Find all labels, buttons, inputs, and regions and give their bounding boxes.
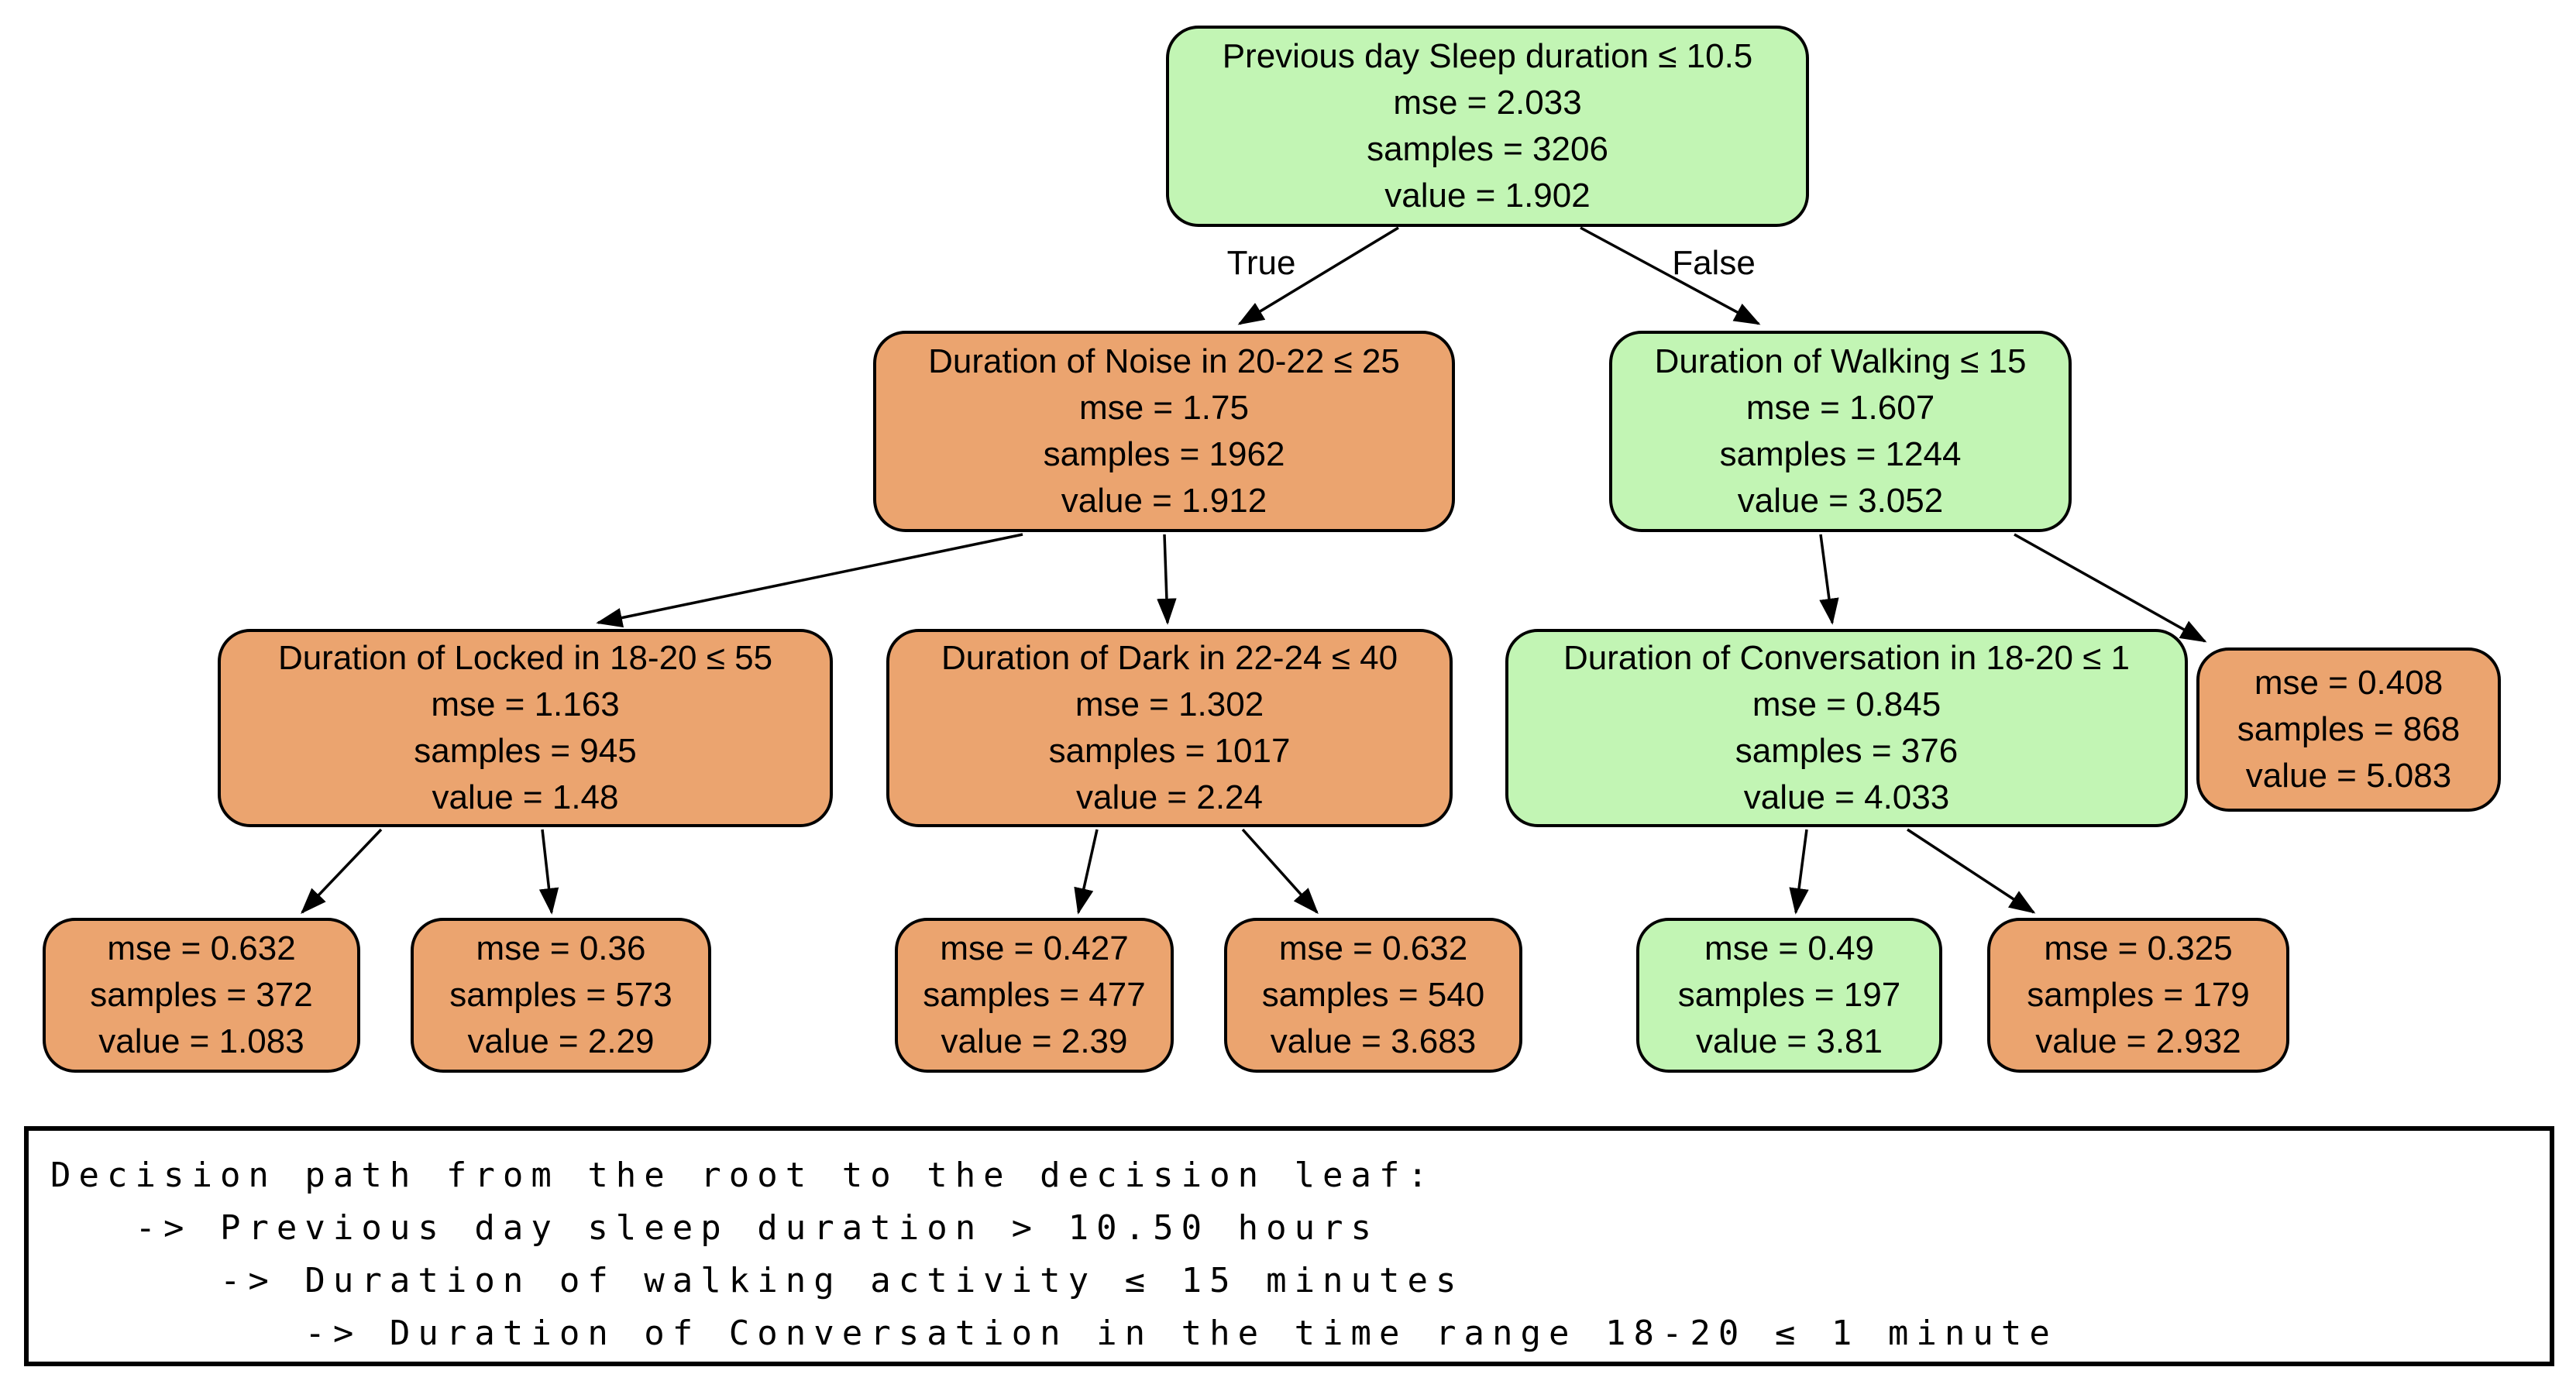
edge-locked-right bbox=[538, 829, 559, 915]
node-samples: samples = 540 bbox=[1261, 976, 1485, 1014]
node-conversation-18-20: Duration of Conversation in 18-20 ≤ 1 ms… bbox=[1505, 629, 2188, 827]
node-mse: mse = 1.163 bbox=[431, 685, 620, 723]
node-samples: samples = 477 bbox=[923, 976, 1146, 1014]
node-mse: mse = 0.36 bbox=[476, 929, 646, 967]
node-value: value = 2.39 bbox=[941, 1022, 1128, 1060]
node-mse: mse = 0.325 bbox=[2044, 929, 2233, 967]
node-dark-22-24: Duration of Dark in 22-24 ≤ 40 mse = 1.3… bbox=[886, 629, 1453, 827]
edge-dark-right bbox=[1241, 828, 1319, 915]
node-value: value = 5.083 bbox=[2245, 757, 2452, 795]
decision-path-step-2: -> Duration of walking activity ≤ 15 min… bbox=[50, 1261, 1464, 1300]
node-value: value = 1.48 bbox=[432, 778, 619, 816]
leaf-node: mse = 0.632 samples = 540 value = 3.683 bbox=[1224, 918, 1522, 1073]
node-samples: samples = 1244 bbox=[1719, 435, 1962, 473]
node-mse: mse = 1.75 bbox=[1079, 389, 1249, 427]
node-samples: samples = 945 bbox=[414, 732, 637, 770]
leaf-node: mse = 0.427 samples = 477 value = 2.39 bbox=[895, 918, 1174, 1073]
leaf-node: mse = 0.49 samples = 197 value = 3.81 bbox=[1636, 918, 1942, 1073]
leaf-node: mse = 0.36 samples = 573 value = 2.29 bbox=[411, 918, 711, 1073]
edge-locked-left bbox=[301, 828, 383, 915]
edge-label-true: True bbox=[1226, 244, 1296, 282]
node-value: value = 2.932 bbox=[2035, 1022, 2241, 1060]
node-mse: mse = 0.408 bbox=[2254, 664, 2444, 702]
node-samples: samples = 197 bbox=[1677, 976, 1901, 1014]
node-condition: Duration of Locked in 18-20 ≤ 55 bbox=[277, 639, 773, 677]
node-condition: Duration of Noise in 20-22 ≤ 25 bbox=[928, 342, 1400, 380]
node-samples: samples = 573 bbox=[449, 976, 672, 1014]
node-samples: samples = 1017 bbox=[1048, 732, 1291, 770]
node-mse: mse = 0.632 bbox=[107, 929, 296, 967]
leaf-node: mse = 0.632 samples = 372 value = 1.083 bbox=[43, 918, 360, 1073]
node-value: value = 1.083 bbox=[98, 1022, 304, 1060]
decision-path-title: Decision path from the root to the decis… bbox=[50, 1156, 1436, 1195]
edge-root-true bbox=[1237, 226, 1399, 325]
decision-path-step-3: -> Duration of Conversation in the time … bbox=[50, 1314, 2058, 1353]
decision-path-step-1: -> Previous day sleep duration > 10.50 h… bbox=[50, 1208, 1380, 1248]
node-mse: mse = 0.845 bbox=[1752, 685, 1941, 723]
node-value: value = 3.81 bbox=[1696, 1022, 1883, 1060]
leaf-node: mse = 0.408 samples = 868 value = 5.083 bbox=[2196, 647, 2501, 812]
node-value: value = 2.24 bbox=[1076, 778, 1263, 816]
node-value: value = 1.912 bbox=[1061, 482, 1267, 520]
edge-walking-left bbox=[1819, 534, 1839, 625]
node-walking: Duration of Walking ≤ 15 mse = 1.607 sam… bbox=[1609, 331, 2072, 532]
node-samples: samples = 1962 bbox=[1043, 435, 1285, 473]
node-noise-20-22: Duration of Noise in 20-22 ≤ 25 mse = 1.… bbox=[873, 331, 1455, 532]
node-condition: Duration of Conversation in 18-20 ≤ 1 bbox=[1563, 639, 2130, 677]
node-samples: samples = 179 bbox=[2027, 976, 2250, 1014]
edge-label-false: False bbox=[1672, 244, 1756, 282]
edge-noise-right bbox=[1157, 534, 1177, 625]
node-mse: mse = 2.033 bbox=[1393, 84, 1582, 122]
edge-conversation-right bbox=[1907, 828, 2036, 914]
node-mse: mse = 0.49 bbox=[1704, 929, 1874, 967]
node-value: value = 3.683 bbox=[1270, 1022, 1477, 1060]
decision-path-box: Decision path from the root to the decis… bbox=[24, 1126, 2554, 1366]
leaf-node: mse = 0.325 samples = 179 value = 2.932 bbox=[1987, 918, 2289, 1073]
edge-root-false bbox=[1580, 226, 1761, 325]
node-samples: samples = 3206 bbox=[1367, 130, 1608, 168]
node-mse: mse = 0.632 bbox=[1278, 929, 1468, 967]
edge-conversation-left bbox=[1789, 829, 1809, 915]
node-value: value = 4.033 bbox=[1743, 778, 1950, 816]
node-condition: Previous day Sleep duration ≤ 10.5 bbox=[1222, 37, 1753, 75]
node-samples: samples = 376 bbox=[1735, 732, 1959, 770]
edge-noise-left bbox=[596, 533, 1023, 628]
node-value: value = 3.052 bbox=[1737, 482, 1944, 520]
edge-walking-right bbox=[2014, 533, 2207, 643]
node-mse: mse = 1.302 bbox=[1075, 685, 1264, 723]
node-locked-18-20: Duration of Locked in 18-20 ≤ 55 mse = 1… bbox=[218, 629, 833, 827]
node-condition: Duration of Walking ≤ 15 bbox=[1654, 342, 2027, 380]
node-samples: samples = 868 bbox=[2237, 710, 2461, 748]
node-root-sleep-duration: Previous day Sleep duration ≤ 10.5 mse =… bbox=[1166, 26, 1809, 227]
edge-dark-left bbox=[1074, 829, 1099, 915]
node-value: value = 2.29 bbox=[467, 1022, 655, 1060]
node-condition: Duration of Dark in 22-24 ≤ 40 bbox=[941, 639, 1398, 677]
node-samples: samples = 372 bbox=[90, 976, 313, 1014]
node-mse: mse = 1.607 bbox=[1745, 389, 1935, 427]
node-value: value = 1.902 bbox=[1384, 177, 1591, 215]
node-mse: mse = 0.427 bbox=[940, 929, 1129, 967]
